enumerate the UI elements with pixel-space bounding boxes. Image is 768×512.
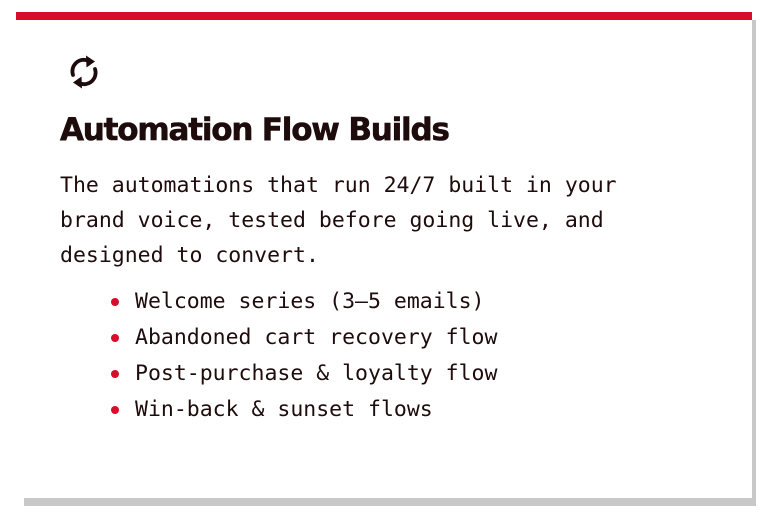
feature-list: Welcome series (3–5 emails) Abandoned ca… bbox=[108, 284, 497, 428]
bullet-dot bbox=[111, 334, 119, 342]
list-item: Win-back & sunset flows bbox=[108, 392, 497, 428]
list-item: Abandoned cart recovery flow bbox=[108, 320, 497, 356]
list-item-text: Abandoned cart recovery flow bbox=[135, 325, 498, 350]
list-item-text: Welcome series (3–5 emails) bbox=[135, 289, 485, 314]
bullet-dot bbox=[111, 370, 119, 378]
list-item: Post-purchase & loyalty flow bbox=[108, 356, 497, 392]
bullet-dot bbox=[111, 406, 119, 414]
refresh-icon bbox=[70, 55, 98, 89]
list-item-text: Post-purchase & loyalty flow bbox=[135, 361, 498, 386]
card-description: The automations that run 24/7 built in y… bbox=[60, 173, 617, 268]
list-item: Welcome series (3–5 emails) bbox=[108, 284, 497, 320]
list-item-text: Win-back & sunset flows bbox=[135, 397, 433, 422]
feature-card bbox=[16, 12, 752, 498]
bullet-dot bbox=[111, 298, 119, 306]
card-title: Automation Flow Builds bbox=[60, 112, 451, 149]
